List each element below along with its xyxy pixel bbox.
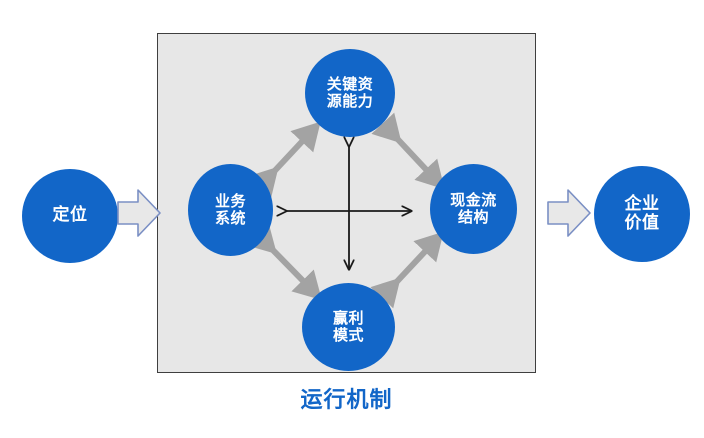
node-positioning[interactable]: 定位 [22, 169, 118, 263]
node-positioning-label: 定位 [52, 205, 88, 226]
node-key-resources-label: 关键资 源能力 [326, 75, 374, 110]
node-enterprise-value-label: 企业 价值 [624, 193, 660, 233]
node-business-system[interactable]: 业务 系统 [188, 164, 273, 256]
mechanism-caption: 运行机制 [300, 388, 393, 413]
node-cashflow-structure[interactable]: 现金流 结构 [430, 164, 517, 254]
node-enterprise-value[interactable]: 企业 价值 [594, 166, 690, 262]
inflow-block-arrow-icon [117, 189, 161, 237]
node-key-resources[interactable]: 关键资 源能力 [305, 49, 395, 137]
node-cashflow-structure-label: 现金流 结构 [450, 191, 497, 226]
outflow-block-arrow-icon [547, 189, 591, 237]
node-business-system-label: 业务 系统 [214, 192, 246, 227]
node-profit-model[interactable]: 赢利 模式 [302, 283, 395, 371]
node-profit-model-label: 赢利 模式 [332, 309, 364, 344]
